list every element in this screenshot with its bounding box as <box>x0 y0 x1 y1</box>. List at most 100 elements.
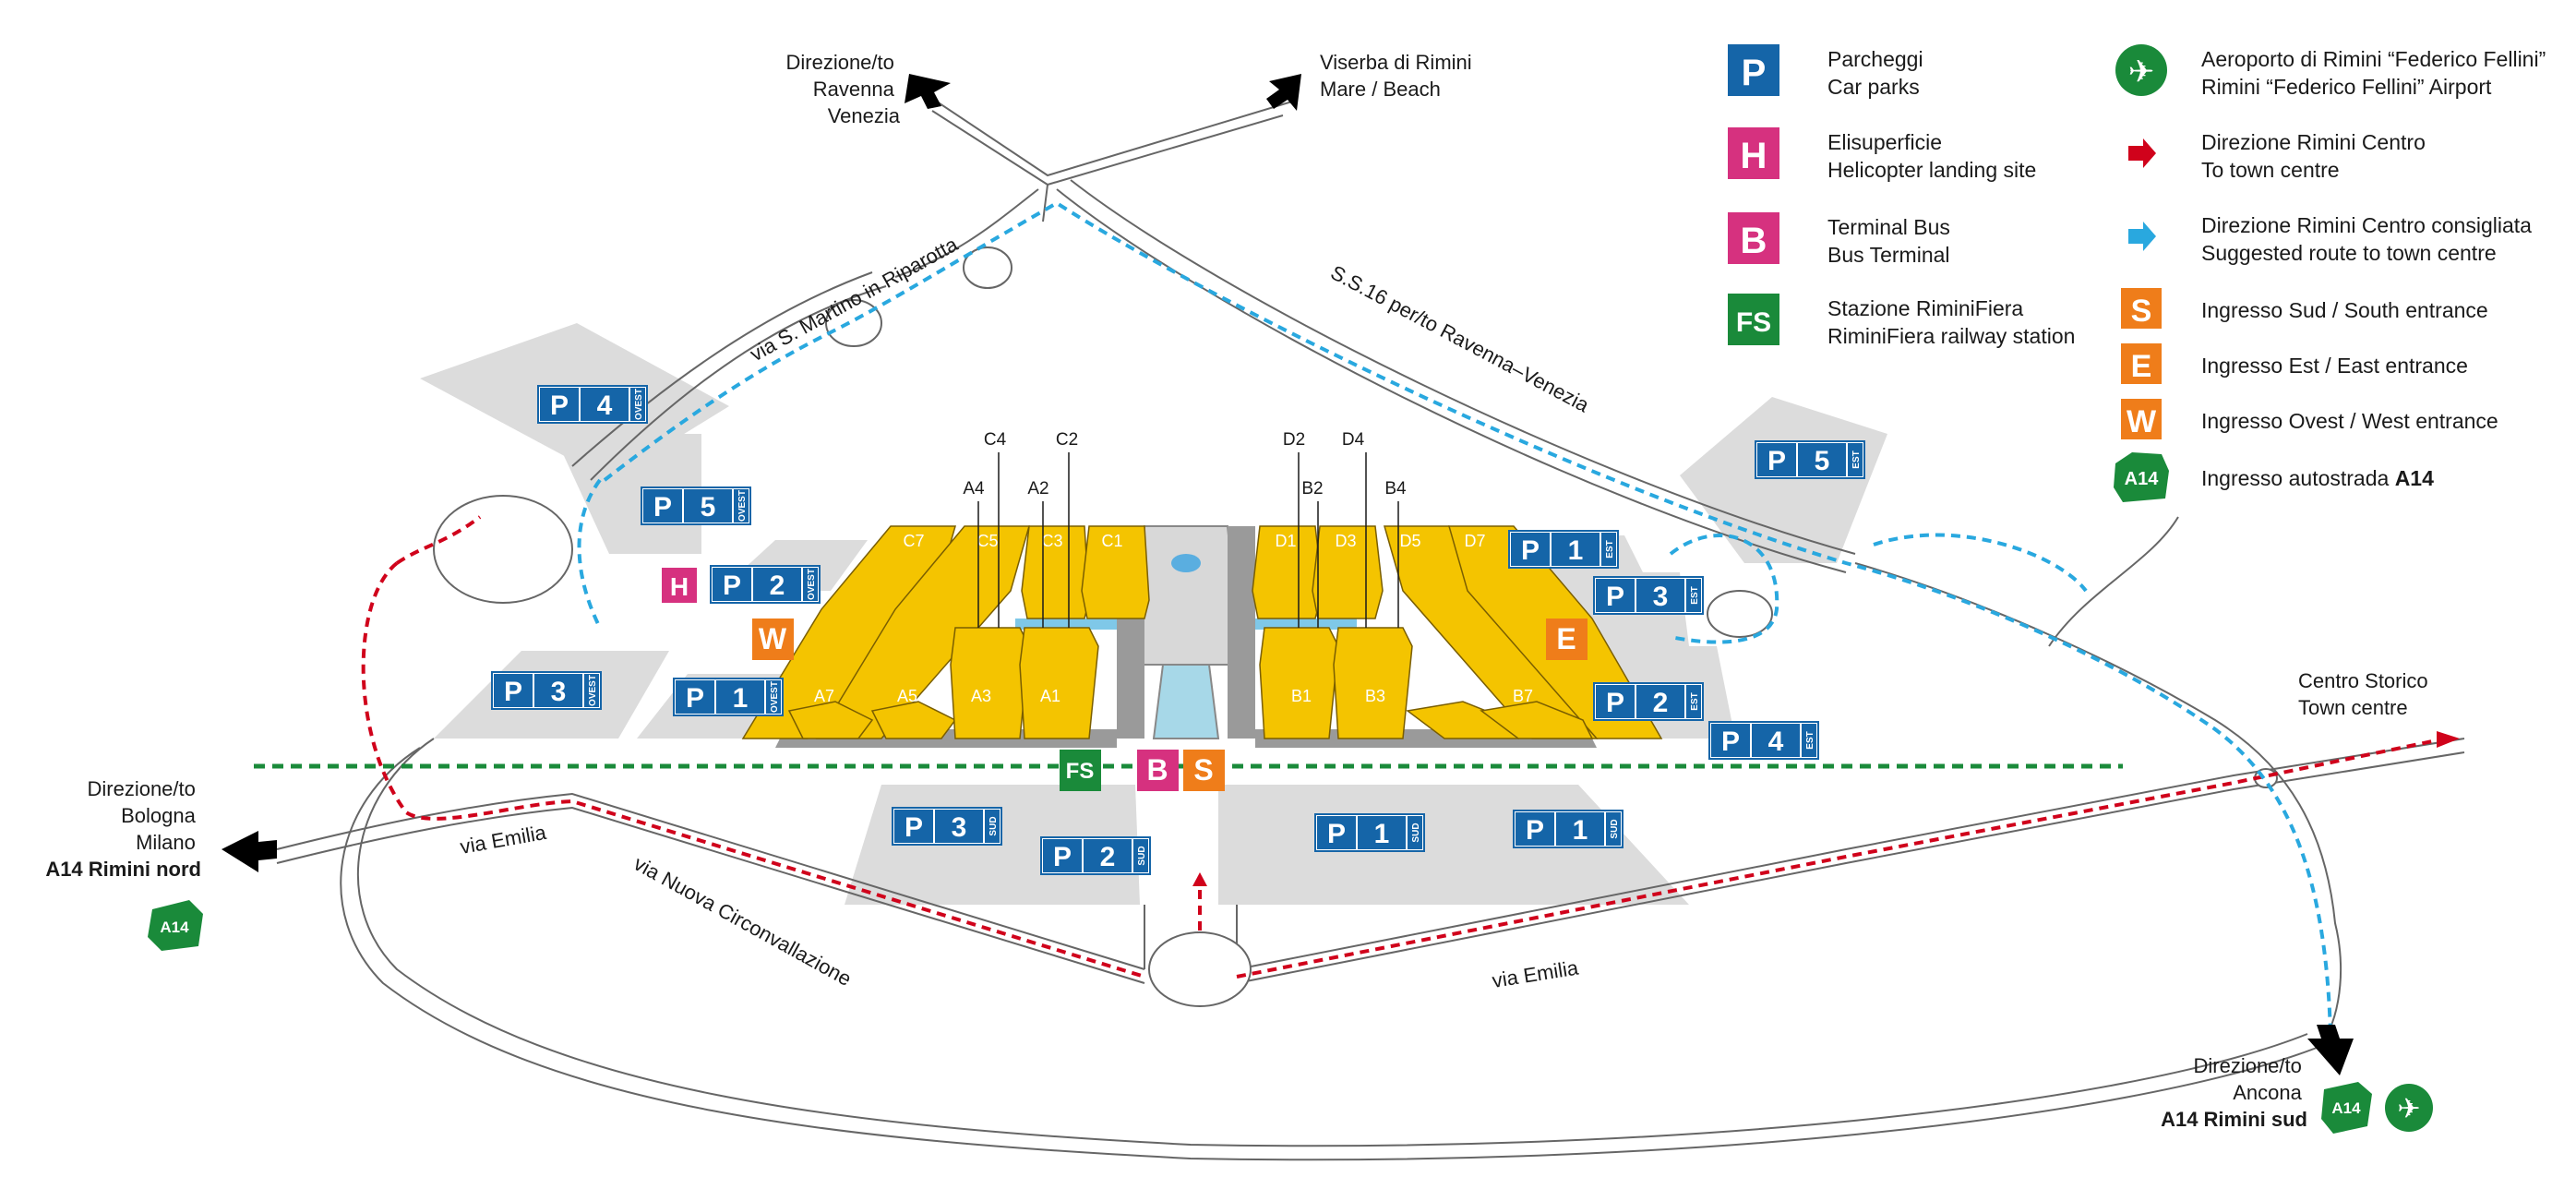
road-network <box>276 91 2465 1161</box>
road-circonvallazione: via Nuova Circonvallazione <box>630 852 856 991</box>
bus-terminal-letter: B <box>1146 753 1168 787</box>
legend-icon-e: E <box>2121 343 2162 384</box>
red-arrow-east <box>2437 731 2460 748</box>
connector-d4: D4 <box>1342 430 1367 628</box>
legend-line1: Ingresso Sud / South entrance <box>2201 298 2488 322</box>
legend-line2: To town centre <box>2201 158 2340 182</box>
helipad-badge: H <box>662 568 697 603</box>
hall-d3[interactable]: D3 <box>1312 525 1384 619</box>
hall-c3[interactable]: C3 <box>1021 525 1090 619</box>
lot-p5-est <box>1680 397 1887 563</box>
road-emilia-west: via Emilia <box>459 821 549 859</box>
viserba-direction: Viserba di Rimini Mare / Beach <box>1320 51 1478 101</box>
hall-label: C3 <box>1041 532 1062 550</box>
parking-zone: SUD <box>1137 846 1147 865</box>
parking-p-letter: P <box>653 492 672 522</box>
west-glass-link <box>1015 619 1117 630</box>
hall-label: B3 <box>1365 687 1385 705</box>
legend-line1: Terminal Bus <box>1827 215 1950 239</box>
hall-a5[interactable]: A5 <box>870 687 957 739</box>
legend-icon-p: P <box>1728 44 1779 96</box>
centro-direction: Centro Storico Town centre <box>2298 669 2434 719</box>
railway-station-letters: FS <box>1066 759 1095 784</box>
legend-line1: Parcheggi <box>1827 47 1923 71</box>
parking-zone: EST <box>1851 450 1862 468</box>
parking-number: 1 <box>733 683 749 714</box>
parking-p-letter: P <box>1606 582 1624 612</box>
parking-p-letter: P <box>1721 727 1740 757</box>
airplane-icon: ✈ <box>2397 1093 2420 1125</box>
hall-a7[interactable]: A7 <box>787 687 874 739</box>
arrow-to-viserba <box>1266 74 1301 111</box>
legend-icon-b: B <box>1728 212 1779 264</box>
roundabout-north2 <box>963 246 1012 289</box>
arrow-to-bologna <box>222 831 277 872</box>
parking-number: 4 <box>597 390 613 421</box>
hall-c1[interactable]: C1 <box>1081 525 1150 619</box>
connector-label: B2 <box>1301 479 1323 498</box>
parking-number: 3 <box>952 812 967 843</box>
hall-b7[interactable]: B7 <box>1480 687 1594 739</box>
parking-number: 1 <box>1568 535 1584 566</box>
parking-number: 1 <box>1374 819 1390 849</box>
hall-a3[interactable]: A3 <box>950 627 1030 739</box>
legend-fs-letters: FS <box>1736 307 1771 338</box>
connector-label: C4 <box>984 430 1007 450</box>
roundabouts <box>433 246 2278 1007</box>
parking-zone: OVEST <box>770 681 780 713</box>
connector-label: D2 <box>1283 430 1305 450</box>
legend-line2: RiminiFiera railway station <box>1827 324 2075 348</box>
west-entrance-letter: W <box>759 622 787 655</box>
legend-letter: W <box>2127 404 2157 439</box>
east-entrance-badge: E <box>1546 619 1588 660</box>
connector-label: D4 <box>1342 430 1365 450</box>
parking-number: 3 <box>1653 582 1669 612</box>
legend-line2: Bus Terminal <box>1827 243 1950 267</box>
hall-b3[interactable]: B3 <box>1333 627 1413 739</box>
east-corridor <box>1228 526 1255 739</box>
parking-zone: SUD <box>1610 819 1620 838</box>
hall-d1[interactable]: D1 <box>1252 525 1324 619</box>
parking-zone: OVEST <box>807 569 817 600</box>
hall-a1[interactable]: A1 <box>1019 627 1099 739</box>
connector-a2: A2 <box>1027 479 1049 628</box>
legend-letter: B <box>1741 221 1767 261</box>
legend-p-letter: P <box>1742 53 1767 93</box>
hall-label: B1 <box>1291 687 1312 705</box>
legend-icon-w: W <box>2121 399 2162 439</box>
legend-line2: Rimini “Federico Fellini” Airport <box>2201 75 2492 99</box>
legend-item-blue-arrow: Direzione Rimini Centro consigliataSugge… <box>2128 213 2532 265</box>
roundabout-north <box>825 299 882 347</box>
parking-p-letter: P <box>1521 535 1540 566</box>
parking-number: 2 <box>770 570 785 601</box>
parking-zone: SUD <box>1411 823 1421 842</box>
legend-line2: Car parks <box>1827 75 1920 99</box>
parking-p-letter: P <box>1526 815 1544 846</box>
parking-p-letter: P <box>1327 819 1346 849</box>
a14-nord-badge: A14 <box>148 900 203 951</box>
legend-icon-fs: FS <box>1728 294 1779 345</box>
hall-b1[interactable]: B1 <box>1259 627 1339 739</box>
roundabout-south <box>1148 931 1252 1007</box>
parking-number: 4 <box>1768 727 1784 757</box>
hall-label: D7 <box>1464 532 1485 550</box>
